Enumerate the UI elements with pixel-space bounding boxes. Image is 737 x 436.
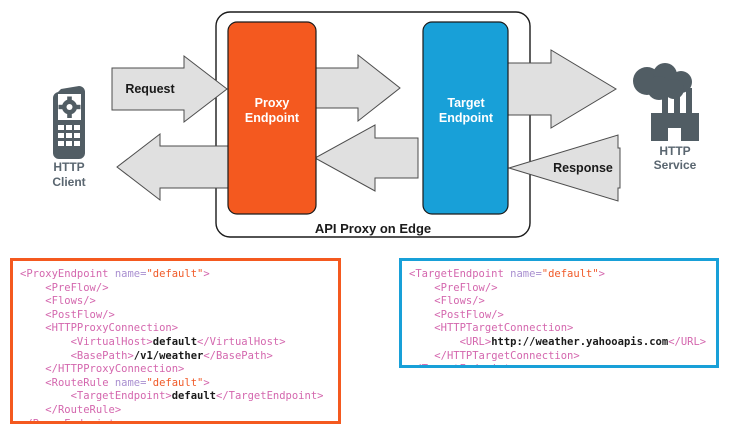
target-endpoint-xml-block: <TargetEndpoint name="default"> <PreFlow… bbox=[399, 258, 719, 368]
code-token-text bbox=[409, 322, 434, 334]
code-token-tag: </ProxyEndpoint> bbox=[20, 417, 122, 424]
code-line: </TargetEndpoint> bbox=[409, 363, 716, 365]
code-token-val: "default" bbox=[146, 268, 204, 280]
code-token-tag: <PreFlow/> bbox=[45, 281, 109, 294]
code-token-text bbox=[20, 363, 45, 375]
code-token-tag: <RouteRule bbox=[45, 376, 115, 389]
code-line: <TargetEndpoint>default</TargetEndpoint> bbox=[20, 390, 338, 404]
code-token-attr: name= bbox=[114, 376, 147, 389]
code-token-tag: <PostFlow/> bbox=[434, 308, 504, 321]
code-token-text bbox=[20, 309, 45, 321]
code-line: </HTTPProxyConnection> bbox=[20, 363, 338, 377]
code-token-text bbox=[20, 336, 71, 348]
code-token-tag: > bbox=[203, 376, 210, 389]
code-token-text: default bbox=[152, 335, 198, 348]
http-service-label-line1: HTTP bbox=[659, 144, 690, 158]
http-service-label-line2: Service bbox=[654, 158, 697, 172]
proxy-endpoint-xml-block: <ProxyEndpoint name="default"> <PreFlow/… bbox=[10, 258, 341, 424]
target-to-proxy-arrow bbox=[313, 124, 419, 192]
code-line: <PostFlow/> bbox=[409, 309, 716, 323]
code-token-attr: name= bbox=[510, 268, 542, 280]
http-client-label-line1: HTTP bbox=[53, 160, 84, 174]
request-arrow-label: Request bbox=[125, 82, 175, 96]
code-line: <VirtualHost>default</VirtualHost> bbox=[20, 336, 338, 350]
code-token-tag: > bbox=[598, 268, 605, 280]
code-token-text bbox=[20, 404, 45, 416]
code-line: <Flows/> bbox=[20, 295, 338, 309]
code-token-tag: <ProxyEndpoint bbox=[20, 268, 115, 280]
code-token-tag: </TargetEndpoint> bbox=[216, 390, 324, 403]
target-endpoint-node[interactable] bbox=[422, 21, 509, 215]
http-client-label-line2: Client bbox=[52, 175, 85, 189]
code-line: <HTTPTargetConnection> bbox=[409, 322, 716, 336]
target-endpoint-label-line1: Target bbox=[447, 96, 485, 110]
client-response-arrow bbox=[116, 132, 233, 202]
code-token-attr: name= bbox=[114, 268, 147, 280]
api-proxy-boundary bbox=[215, 11, 531, 238]
code-token-text bbox=[409, 295, 434, 307]
code-token-text bbox=[20, 282, 45, 294]
code-token-tag: <Flows/> bbox=[434, 295, 485, 308]
http-service-icon bbox=[633, 63, 699, 141]
code-token-tag: </HTTPProxyConnection> bbox=[45, 363, 185, 376]
code-token-tag: <PostFlow/> bbox=[45, 308, 115, 321]
code-line: <PreFlow/> bbox=[409, 282, 716, 296]
code-token-tag: <HTTPTargetConnection> bbox=[434, 322, 574, 335]
code-line: <PostFlow/> bbox=[20, 309, 338, 323]
api-proxy-flow-diagram: HTTP Client HTTP Service bbox=[52, 11, 699, 238]
code-token-tag: </URL> bbox=[668, 335, 707, 348]
target-endpoint-label-line2: Endpoint bbox=[439, 111, 494, 125]
code-token-tag: <BasePath> bbox=[70, 349, 134, 362]
code-line: <RouteRule name="default"> bbox=[20, 377, 338, 391]
proxy-to-target-arrow bbox=[314, 53, 401, 123]
code-token-text: /v1/weather bbox=[133, 349, 204, 362]
code-token-val: "default" bbox=[146, 376, 204, 389]
code-token-text bbox=[409, 350, 434, 362]
code-token-tag: </VirtualHost> bbox=[197, 335, 286, 348]
response-arrow bbox=[507, 134, 621, 202]
code-token-text bbox=[20, 322, 45, 334]
code-token-val: "default" bbox=[541, 268, 599, 280]
code-token-tag: </HTTPTargetConnection> bbox=[434, 349, 580, 362]
api-proxy-title: API Proxy on Edge bbox=[315, 221, 431, 236]
code-token-tag: </TargetEndpoint> bbox=[409, 363, 516, 365]
code-token-tag: <VirtualHost> bbox=[70, 335, 153, 348]
code-line: <TargetEndpoint name="default"> bbox=[409, 268, 716, 282]
code-line: </HTTPTargetConnection> bbox=[409, 350, 716, 364]
code-line: <ProxyEndpoint name="default"> bbox=[20, 268, 338, 282]
target-to-service-arrow bbox=[504, 49, 617, 129]
response-arrow-label: Response bbox=[553, 161, 613, 175]
code-line: <HTTPProxyConnection> bbox=[20, 322, 338, 336]
proxy-endpoint-node[interactable] bbox=[227, 21, 317, 215]
code-token-tag: <Flows/> bbox=[45, 295, 96, 308]
code-token-tag: <PreFlow/> bbox=[434, 281, 498, 294]
code-token-tag: <HTTPProxyConnection> bbox=[45, 322, 179, 335]
code-token-text: default bbox=[171, 390, 216, 403]
code-line: <URL>http://weather.yahooapis.com</URL> bbox=[409, 336, 716, 350]
code-token-tag: </RouteRule> bbox=[45, 403, 122, 416]
code-line: <BasePath>/v1/weather</BasePath> bbox=[20, 350, 338, 364]
code-token-text bbox=[409, 309, 434, 321]
code-token-text bbox=[20, 350, 71, 362]
code-token-tag: > bbox=[203, 268, 210, 280]
code-token-tag: <TargetEndpoint> bbox=[70, 390, 172, 403]
code-token-text bbox=[409, 336, 460, 348]
code-line: </ProxyEndpoint> bbox=[20, 417, 338, 424]
proxy-endpoint-label-line1: Proxy bbox=[255, 96, 290, 110]
code-line: <PreFlow/> bbox=[20, 282, 338, 296]
code-token-text bbox=[409, 282, 434, 294]
code-token-tag: <URL> bbox=[459, 335, 492, 348]
code-token-text bbox=[20, 377, 45, 389]
code-token-text bbox=[20, 390, 71, 402]
code-token-text: http://weather.yahooapis.com bbox=[491, 335, 669, 348]
http-client-icon bbox=[52, 86, 85, 159]
code-line: <Flows/> bbox=[409, 295, 716, 309]
request-arrow bbox=[111, 54, 228, 124]
code-token-tag: </BasePath> bbox=[203, 349, 273, 362]
code-line: </RouteRule> bbox=[20, 404, 338, 418]
code-token-tag: <TargetEndpoint bbox=[409, 268, 511, 280]
proxy-endpoint-label-line2: Endpoint bbox=[245, 111, 300, 125]
code-token-text bbox=[20, 295, 45, 307]
